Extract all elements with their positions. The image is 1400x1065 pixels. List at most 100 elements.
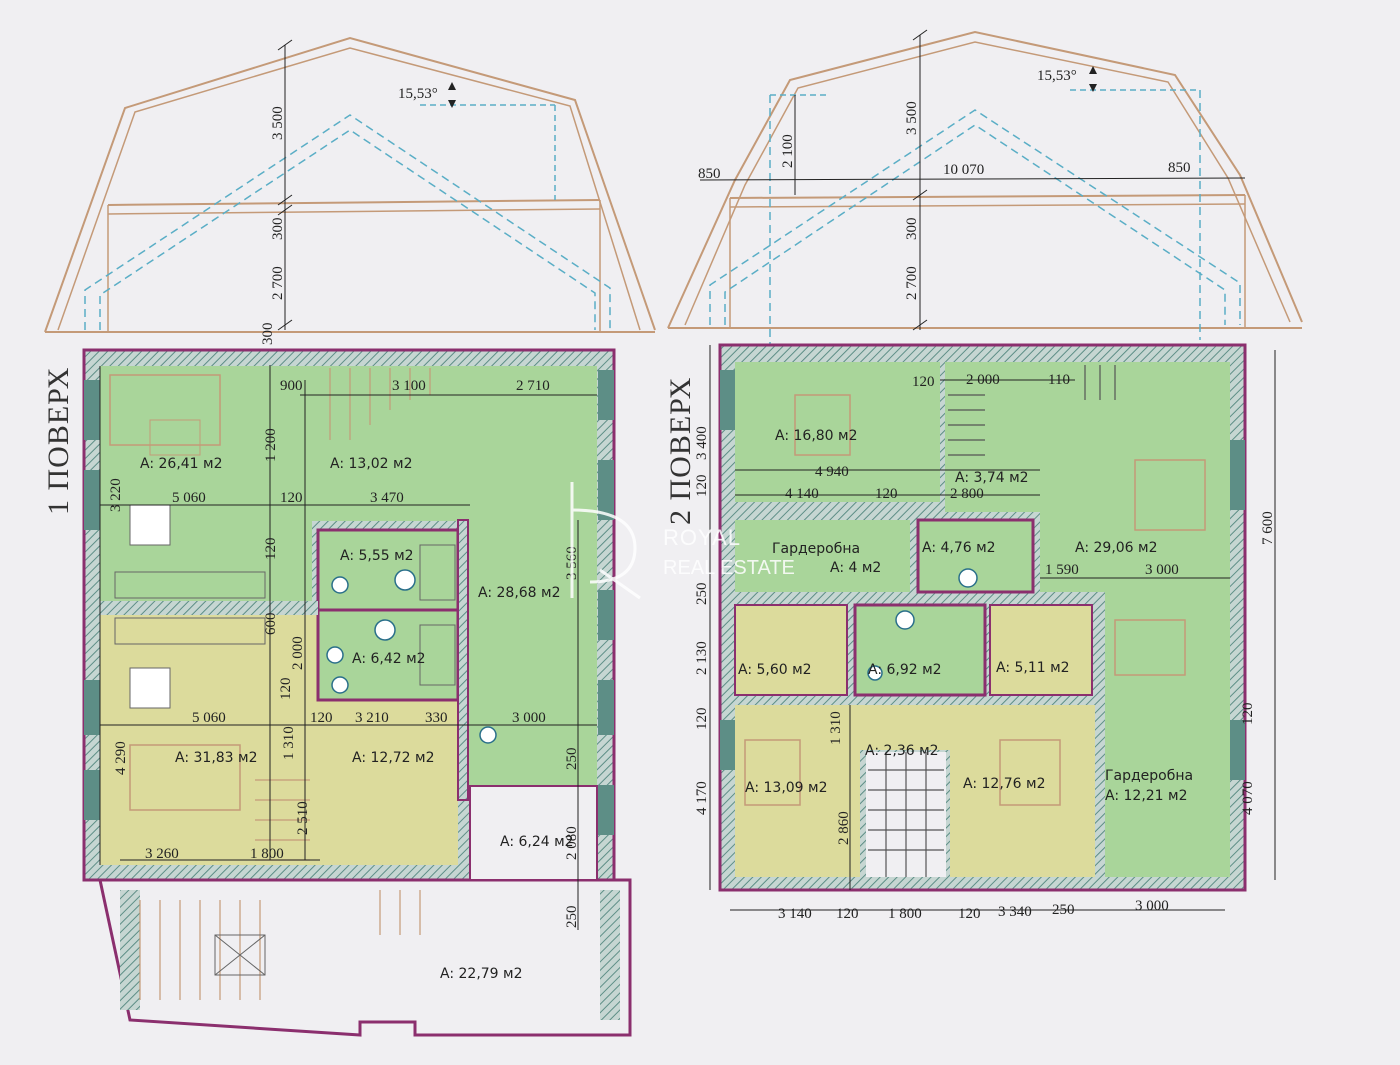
f1-dim-120b: 120 — [263, 538, 279, 561]
f1-h-300: 300 — [270, 218, 286, 241]
f2-bdim-1800: 1 800 — [888, 906, 922, 922]
f1-dim-5060b: 5 060 — [192, 710, 226, 726]
f2-dim-110: 110 — [1048, 372, 1070, 388]
f1-dim-2710: 2 710 — [516, 378, 550, 394]
floor-1-section: 15,53° 3 500 300 2 700 300 — [44, 36, 656, 346]
f1-dim-2080: 2 080 — [564, 826, 580, 860]
f2-bdim-3140: 3 140 — [778, 906, 812, 922]
f1-dim-3100: 3 100 — [392, 378, 426, 394]
f1-dim-3470: 3 470 — [370, 490, 404, 506]
f2-bdim-120b: 120 — [958, 906, 981, 922]
f2-bdim-3340: 3 340 — [998, 904, 1032, 920]
f2-dim-2860: 2 860 — [836, 811, 852, 845]
f2-area-wardrobe2: Гардеробна — [1105, 768, 1193, 784]
f1-dim-120d: 120 — [278, 678, 294, 701]
f1-dim-5060a: 5 060 — [172, 490, 206, 506]
f2-w-850a: 850 — [698, 166, 721, 182]
f2-dim-120e: 120 — [1240, 703, 1256, 726]
f2-area-bath1: A: 4,76 м2 — [922, 540, 996, 556]
f1-area-hall: A: 28,68 м2 — [478, 585, 561, 601]
f1-dim-1800: 1 800 — [250, 846, 284, 862]
f1-slope-label: 15,53° — [398, 86, 438, 102]
f2-dim-1590: 1 590 — [1045, 562, 1079, 578]
f2-h-300: 300 — [904, 218, 920, 241]
f1-dim-330: 330 — [425, 710, 448, 726]
f1-dim-1310: 1 310 — [281, 726, 297, 760]
f1-dim-120a: 120 — [280, 490, 303, 506]
f2-area-closet1: A: 5,60 м2 — [738, 662, 812, 678]
f2-dim-120a: 120 — [912, 374, 935, 390]
f2-dim-3000a: 3 000 — [1145, 562, 1179, 578]
f2-dim-4170: 4 170 — [694, 781, 710, 815]
f2-area-wardrobe2-size: A: 12,21 м2 — [1105, 788, 1188, 804]
f2-dim-2800: 2 800 — [950, 486, 984, 502]
f2-w-850b: 850 — [1168, 160, 1191, 176]
f2-dim-120c: 120 — [875, 486, 898, 502]
watermark-subtitle: REAL ESTATE — [663, 557, 795, 579]
f2-area-bath2: A: 6,92 м2 — [868, 662, 942, 678]
f2-slope-label: 15,53° — [1037, 68, 1077, 84]
f2-area-stairwell: A: 3,74 м2 — [955, 470, 1029, 486]
f1-dim-250a: 250 — [564, 748, 580, 771]
f1-area-bath2: A: 6,42 м2 — [352, 651, 426, 667]
f2-area-wardrobe1: Гардеробна — [772, 541, 860, 557]
f2-dimensions: 120 2 000 110 3 400 120 4 940 4 140 120 … — [694, 372, 1276, 922]
f1-area-vestibule: A: 6,24 м2 — [500, 834, 574, 850]
f2-dim-4940: 4 940 — [815, 464, 849, 480]
floor-1-plan: 900 3 100 2 710 1 200 3 220 5 060 120 3 … — [42, 348, 632, 1037]
f2-h-3500: 3 500 — [904, 101, 920, 135]
floor-2-section: 15,53° 2 100 3 500 300 2 700 850 10 070 … — [667, 29, 1303, 360]
f1-dim-4290: 4 290 — [113, 741, 129, 775]
f1-dim-600: 600 — [263, 613, 279, 636]
f2-area-closet2: A: 5,11 м2 — [996, 660, 1070, 676]
f2-area-master: A: 29,06 м2 — [1075, 540, 1158, 556]
f1-area-terrace: A: 22,79 м2 — [440, 966, 523, 982]
f1-dim-3210: 3 210 — [355, 710, 389, 726]
f1-dim-3220: 3 220 — [108, 478, 124, 512]
floor-1-label: 1 ПОВЕРХ — [42, 367, 75, 515]
f2-dim-120b: 120 — [694, 475, 710, 498]
f1-dimensions: 900 3 100 2 710 1 200 3 220 5 060 120 3 … — [108, 378, 580, 928]
f2-dim-2000: 2 000 — [966, 372, 1000, 388]
f2-dim-7600: 7 600 — [1260, 511, 1276, 545]
f1-dim-900: 900 — [280, 378, 303, 394]
f1-area-stairs: A: 13,02 м2 — [330, 456, 413, 472]
floor-2-plan: 120 2 000 110 3 400 120 4 940 4 140 120 … — [664, 343, 1276, 922]
f1-area-bath1: A: 5,55 м2 — [340, 548, 414, 564]
f2-area-bedroom2: A: 13,09 м2 — [745, 780, 828, 796]
f2-dim-250: 250 — [694, 583, 710, 606]
watermark-title: ROYAL — [663, 525, 741, 550]
f2-dim-2130: 2 130 — [694, 641, 710, 675]
f2-dim-4140: 4 140 — [785, 486, 819, 502]
f2-bdim-120a: 120 — [836, 906, 859, 922]
f2-bdim-250: 250 — [1052, 902, 1075, 918]
f2-dim-1310: 1 310 — [828, 711, 844, 745]
f1-dim-1200: 1 200 — [263, 428, 279, 462]
f2-dim-120d: 120 — [694, 708, 710, 731]
f2-area-bedroom3: A: 12,76 м2 — [963, 776, 1046, 792]
f2-area-bedroom1: A: 16,80 м2 — [775, 428, 858, 444]
f1-dim-120c: 120 — [310, 710, 333, 726]
floor-2-label: 2 ПОВЕРХ — [664, 377, 697, 525]
f1-dim-2000: 2 000 — [290, 636, 306, 670]
f2-area-hall: A: 2,36 м2 — [865, 743, 939, 759]
f1-room-areas: A: 26,41 м2 A: 13,02 м2 A: 5,55 м2 A: 28… — [140, 456, 574, 982]
f2-room-areas: A: 16,80 м2 A: 3,74 м2 Гардеробна A: 4 м… — [738, 428, 1193, 804]
f1-dim-3260: 3 260 — [145, 846, 179, 862]
f2-h-2100: 2 100 — [780, 134, 796, 168]
r-monogram-icon — [570, 482, 641, 600]
f1-h-2700: 2 700 — [270, 266, 286, 300]
f1-dim-3000: 3 000 — [512, 710, 546, 726]
f1-dim-250b: 250 — [564, 906, 580, 929]
f2-bdim-3000: 3 000 — [1135, 898, 1169, 914]
f1-h-3500: 3 500 — [270, 106, 286, 140]
f1-area-living: A: 26,41 м2 — [140, 456, 223, 472]
f1-h-300b: 300 — [260, 323, 276, 346]
f2-area-wardrobe1-size: A: 4 м2 — [830, 560, 881, 576]
f2-h-2700: 2 700 — [904, 266, 920, 300]
f2-dim-3400: 3 400 — [694, 426, 710, 460]
f1-area-room: A: 12,72 м2 — [352, 750, 435, 766]
f2-w-10070: 10 070 — [943, 162, 984, 178]
f1-area-dining: A: 31,83 м2 — [175, 750, 258, 766]
